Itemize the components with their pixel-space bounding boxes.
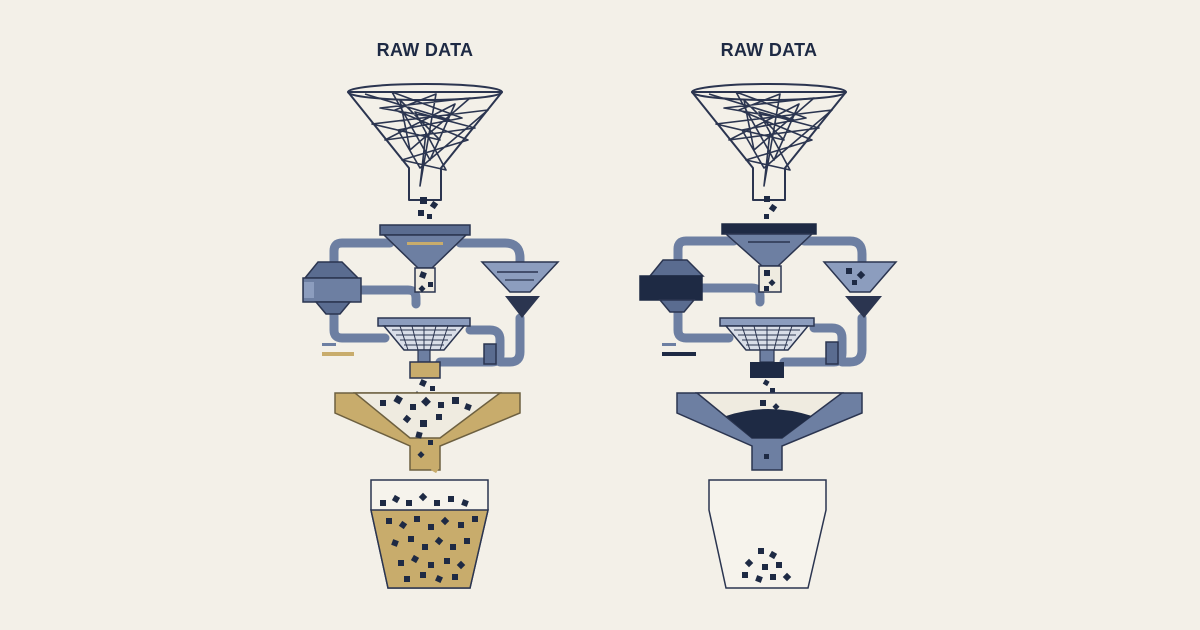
left-gold-coupler	[409, 361, 441, 379]
right-steel-tray	[676, 392, 863, 496]
left-side-hopper	[480, 261, 560, 318]
right-navy-coupler	[750, 362, 784, 378]
right-falling-particles	[762, 379, 775, 393]
left-pipeline: RAW DATA	[302, 40, 560, 589]
right-pipeline: RAW DATA	[639, 40, 898, 589]
left-side-motor	[302, 261, 362, 315]
right-raw-data-funnel	[691, 83, 847, 219]
left-tangled-lines	[364, 91, 489, 187]
left-panel-title: RAW DATA	[377, 40, 474, 60]
left-gauge-bar	[322, 352, 354, 356]
right-pipes	[673, 236, 867, 367]
right-side-hopper	[822, 261, 898, 318]
left-output-bin-full	[370, 479, 489, 589]
left-gold-tray	[334, 392, 521, 490]
left-top-hopper	[379, 224, 471, 293]
right-panel-title: RAW DATA	[721, 40, 818, 60]
right-mesh-filter	[719, 317, 839, 365]
right-top-hopper	[721, 223, 817, 293]
left-mesh-filter	[377, 317, 497, 365]
right-side-motor	[639, 259, 705, 313]
right-output-bin-sparse	[708, 479, 827, 589]
right-gauge-bar	[662, 352, 696, 356]
left-raw-data-funnel	[347, 83, 503, 219]
right-tangled-lines	[708, 91, 833, 187]
